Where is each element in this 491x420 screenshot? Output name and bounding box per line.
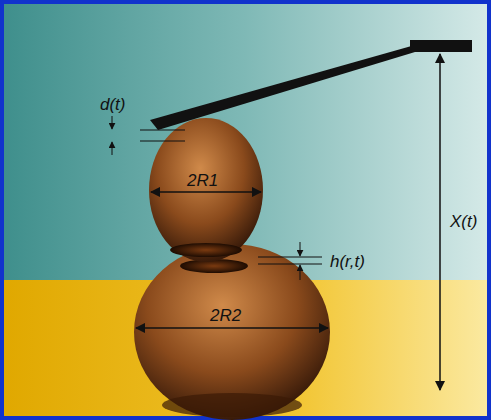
displacement-label: X(t) <box>450 213 477 230</box>
radius-label: 2R2 <box>210 307 241 324</box>
radius-label: 2R1 <box>187 172 218 189</box>
film-thickness-label: h(r,t) <box>330 253 365 270</box>
gap-label: d(t) <box>100 96 126 113</box>
